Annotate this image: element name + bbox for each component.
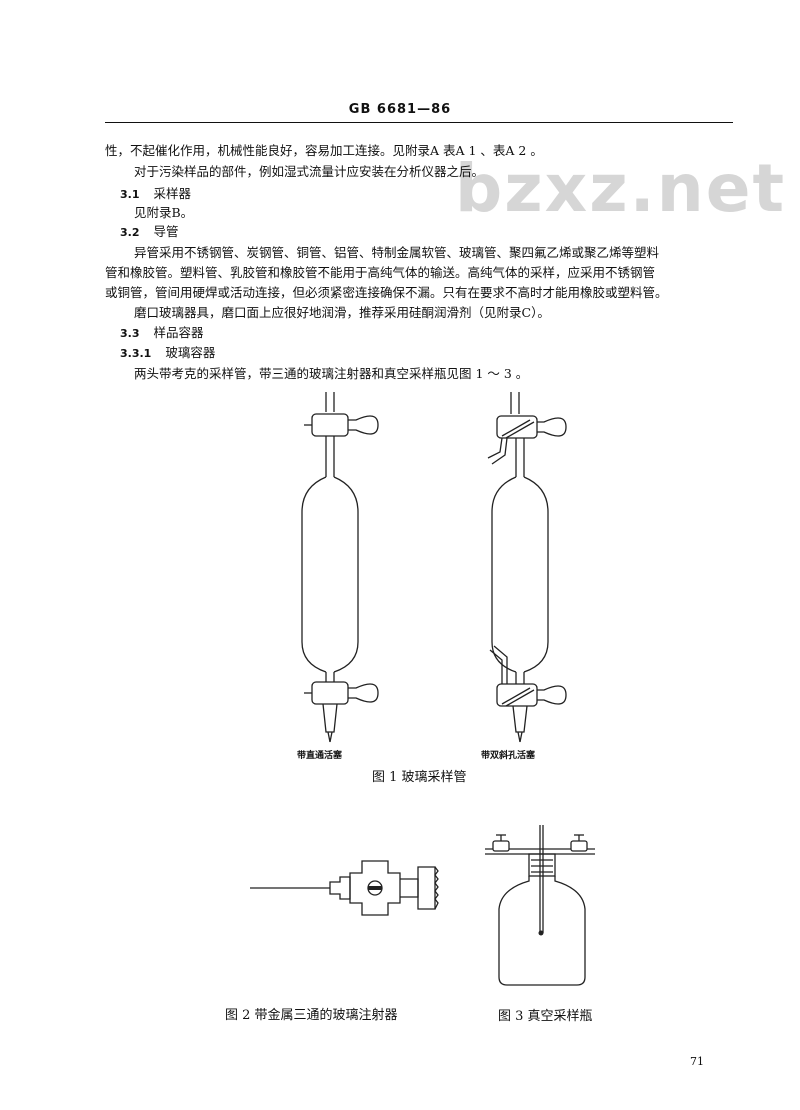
fig3-caption: 图 3 真空采样瓶 (498, 1009, 593, 1024)
section-number: 3.2 (120, 226, 140, 239)
fig1-caption: 图 1 玻璃采样管 (372, 770, 467, 785)
fig1-right-label: 带双斜孔活塞 (481, 751, 536, 761)
text-line: 两头带考克的采样管，带三通的玻璃注射器和真空采样瓶见图 1 ～ 3 。 (134, 366, 529, 381)
sampling-tube-straight-stopcock (301, 392, 379, 743)
text-line: 性，不起催化作用，机械性能良好，容易加工连接。见附录A 表A 1 、表A 2 。 (105, 143, 543, 158)
page-number: 71 (690, 1055, 704, 1068)
text-line: 或铜管，管间用硬焊或活动连接，但必须紧密连接确保不漏。只有在要求不高时才能用橡胶… (105, 285, 668, 300)
text-line: 见附录B。 (134, 205, 194, 220)
text-line: 管和橡胶管。塑料管、乳胶管和橡胶管不能用于高纯气体的输送。高纯气体的采样，应采用… (105, 265, 656, 280)
header-rule (105, 122, 733, 123)
watermark: bzxz.net (455, 150, 787, 227)
section-number: 3.1 (120, 188, 140, 201)
text-line: 异管采用不锈钢管、炭钢管、铜管、铝管、特制金属软管、玻璃管、聚四氟乙烯或聚乙烯等… (134, 245, 660, 260)
section-number: 3.3.1 (120, 347, 152, 360)
section-number: 3.3 (120, 327, 140, 340)
text-line: 磨口玻璃器具，磨口面上应很好地润滑，推荐采用硅酮润滑剂（见附录C）。 (134, 305, 550, 320)
header-code: GB 6681—86 (348, 102, 452, 117)
text-line: 对于污染样品的部件，例如湿式流量计应安装在分析仪器之后。 (134, 164, 485, 179)
fig2-caption: 图 2 带金属三通的玻璃注射器 (225, 1008, 398, 1023)
glass-syringe-three-way (250, 860, 439, 916)
fig1-left-label: 带直通活塞 (297, 751, 343, 761)
sampling-tube-oblique-stopcock (487, 392, 567, 743)
vacuum-sampling-bottle (485, 825, 595, 986)
